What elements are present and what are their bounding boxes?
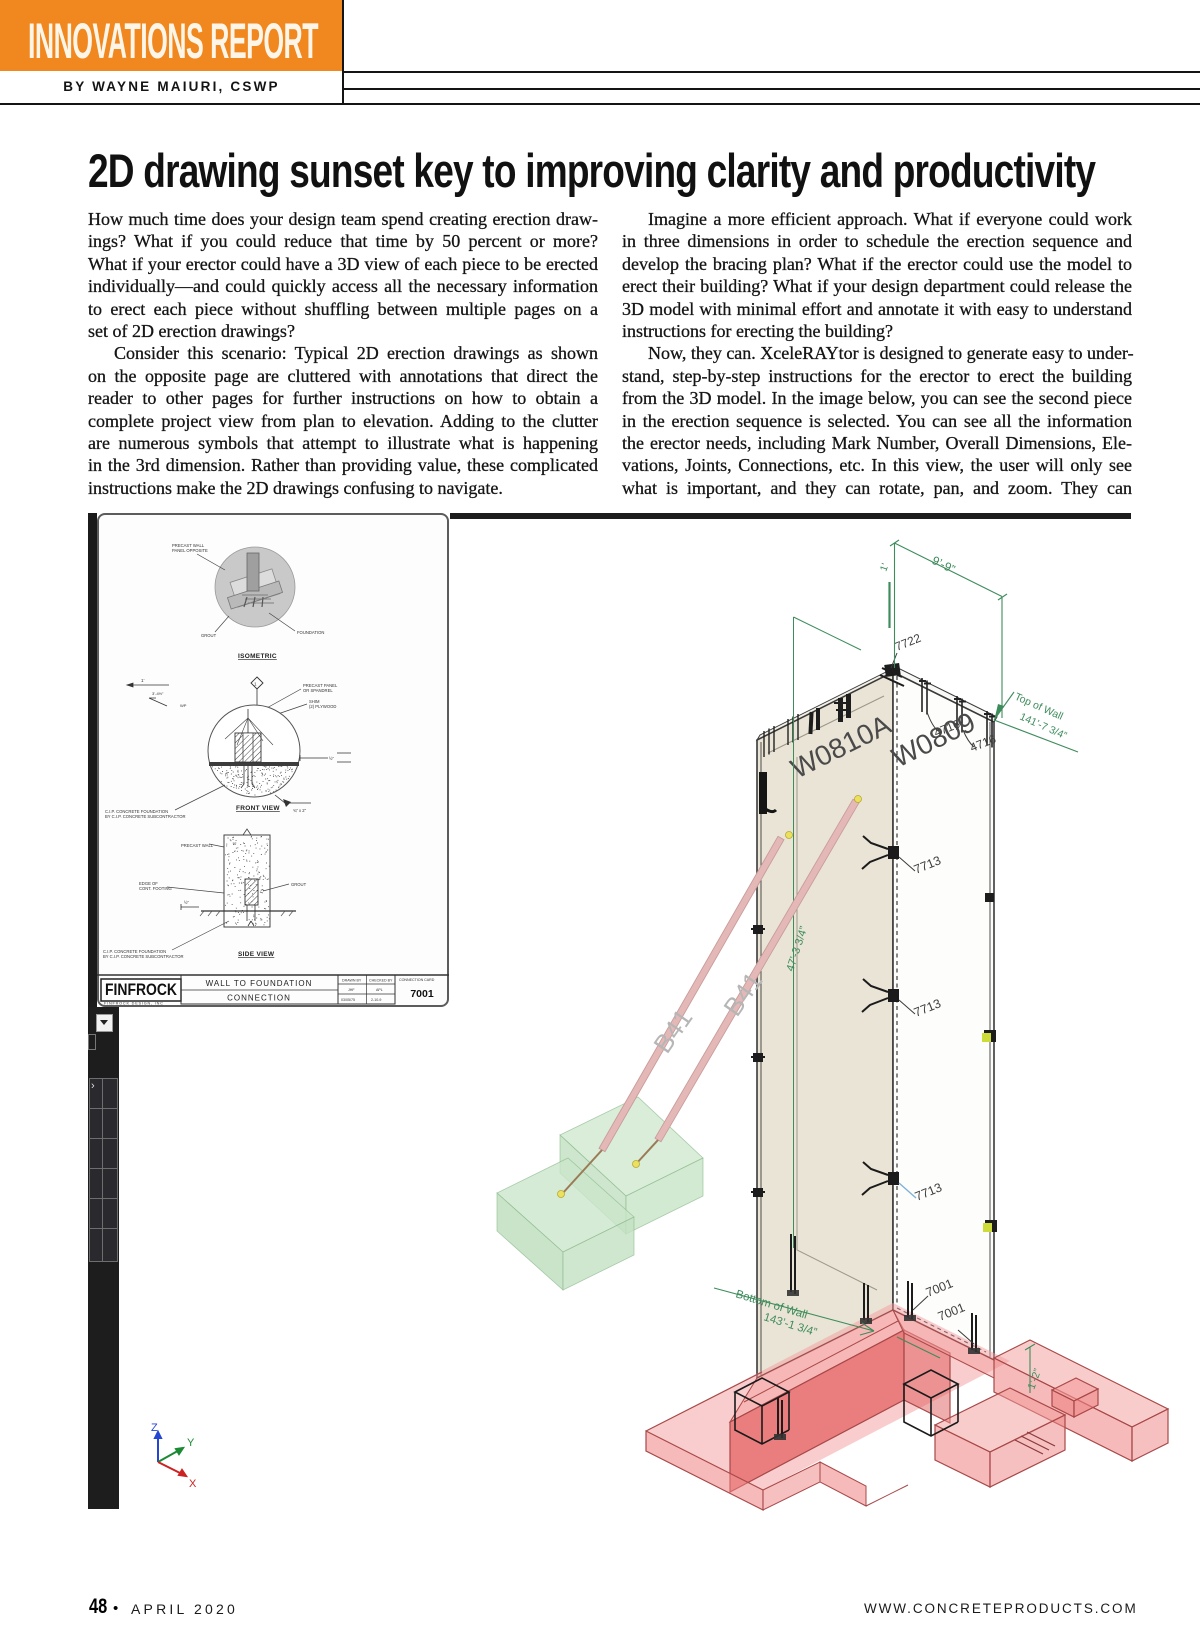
svg-text:FINFROCK DESIGN, INC: FINFROCK DESIGN, INC [104, 1002, 164, 1006]
svg-text:1’: 1’ [878, 562, 891, 573]
svg-text:Y: Y [187, 1437, 195, 1449]
svg-text:½”: ½” [329, 756, 334, 761]
svg-text:CHECKED BY: CHECKED BY [369, 979, 393, 983]
svg-text:03/05/75: 03/05/75 [341, 998, 355, 1002]
svg-text:ISOMETRIC: ISOMETRIC [238, 653, 277, 660]
svg-text:JHF: JHF [348, 988, 355, 992]
svg-text:PRECAST WALL: PRECAST WALL [172, 543, 205, 548]
svg-text:2-10-9: 2-10-9 [371, 998, 381, 1002]
svg-text:7001: 7001 [410, 988, 434, 1000]
svg-text:BY C.I.P. CONCRETE SUBCONTRACT: BY C.I.P. CONCRETE SUBCONTRACTOR [103, 954, 184, 959]
svg-text:FOUNDATION: FOUNDATION [297, 630, 324, 635]
svg-text:SIDE VIEW: SIDE VIEW [238, 951, 275, 958]
svg-text:1: 1 [254, 682, 257, 687]
svg-text:7722: 7722 [893, 631, 923, 654]
svg-text:SHIM: SHIM [309, 699, 320, 704]
svg-text:FINFROCK: FINFROCK [105, 980, 178, 999]
svg-text:Z: Z [151, 1422, 158, 1434]
svg-text:C.I.P. CONCRETE FOUNDATION: C.I.P. CONCRETE FOUNDATION [105, 809, 168, 814]
svg-text:BY C.I.P. CONCRETE SUBCONTRACT: BY C.I.P. CONCRETE SUBCONTRACTOR [105, 814, 186, 819]
svg-text:9’-9”: 9’-9” [930, 553, 958, 576]
svg-text:GROUT: GROUT [201, 633, 217, 638]
svg-text:X: X [189, 1478, 197, 1490]
svg-text:FRONT VIEW: FRONT VIEW [236, 805, 280, 812]
svg-text:3’-4½”: 3’-4½” [152, 691, 164, 696]
svg-text:CONNECTION CARD: CONNECTION CARD [399, 978, 435, 982]
svg-text:¾” x 2”: ¾” x 2” [293, 808, 307, 813]
svg-text:PRECAST PANEL: PRECAST PANEL [303, 683, 338, 688]
svg-text:(2) PLYWOOD: (2) PLYWOOD [309, 704, 336, 709]
svg-text:OR SPANDREL: OR SPANDREL [303, 688, 333, 693]
svg-text:WP: WP [180, 703, 187, 708]
svg-text:GROUT: GROUT [291, 882, 307, 887]
svg-text:PRECAST WALL: PRECAST WALL [181, 843, 214, 848]
svg-text:½”: ½” [184, 900, 189, 905]
svg-text:APL: APL [376, 988, 383, 992]
svg-text:WALL TO FOUNDATION: WALL TO FOUNDATION [206, 979, 313, 988]
svg-text:PANEL OPPOSITE: PANEL OPPOSITE [172, 548, 208, 553]
svg-text:DRAWN BY: DRAWN BY [342, 979, 362, 983]
svg-text:1’: 1’ [141, 678, 145, 683]
svg-text:EDGE OF: EDGE OF [139, 881, 158, 886]
svg-text:C.I.P. CONCRETE FOUNDATION: C.I.P. CONCRETE FOUNDATION [103, 949, 166, 954]
svg-text:CONT. FOOTING: CONT. FOOTING [139, 886, 172, 891]
svg-text:CONNECTION: CONNECTION [227, 994, 291, 1003]
